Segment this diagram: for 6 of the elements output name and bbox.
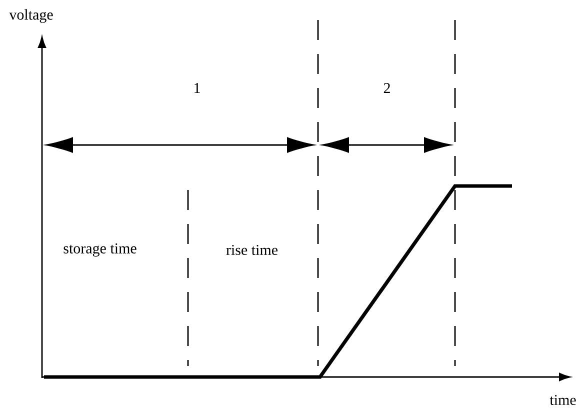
interval-label: rise time [226,244,278,256]
dimension-number: 2 [384,83,390,93]
axis-label: voltage [9,9,53,23]
axis-label: time [550,394,576,406]
interval-label: storage time [64,243,136,257]
dimension-number: 1 [194,83,200,93]
